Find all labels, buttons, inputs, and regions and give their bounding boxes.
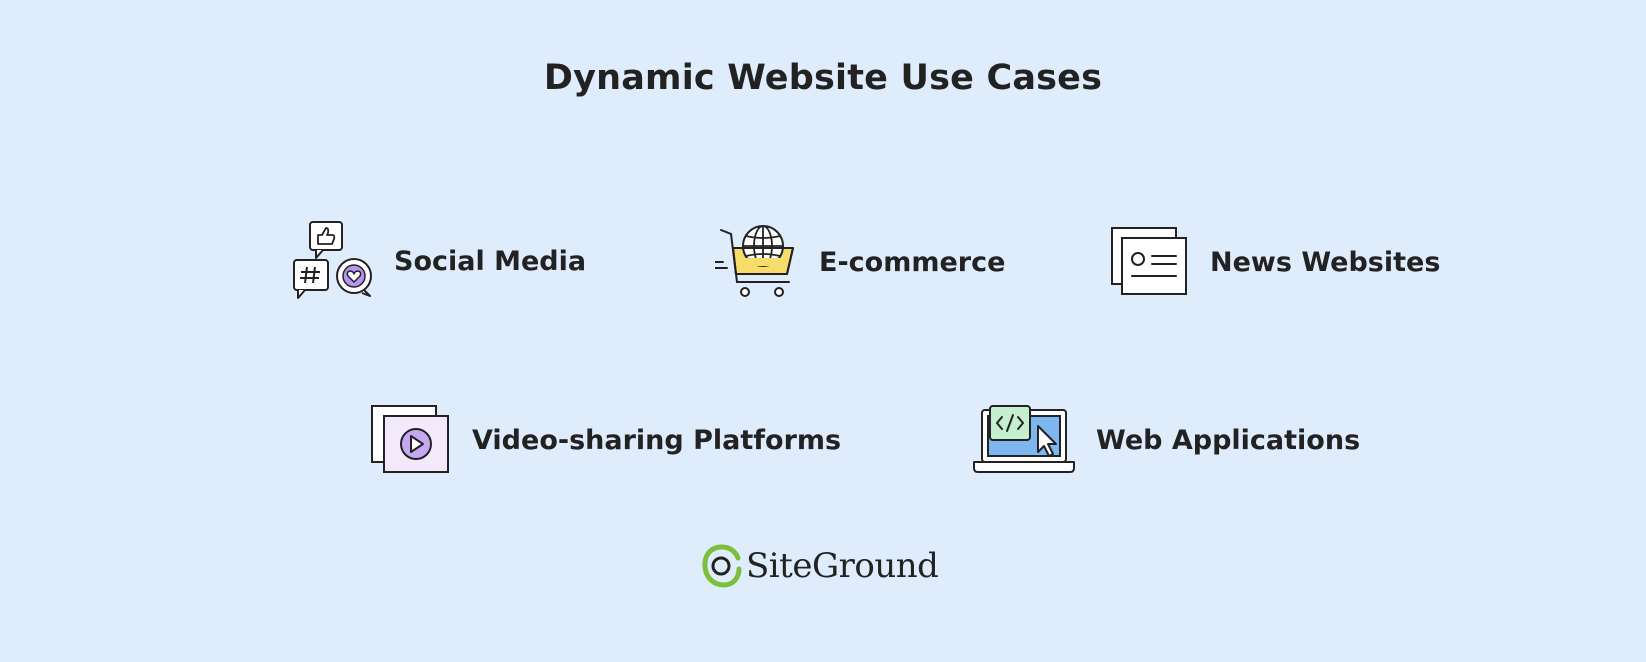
use-case-label: News Websites xyxy=(1210,246,1441,278)
use-case-label: Video-sharing Platforms xyxy=(472,424,842,456)
page-title: Dynamic Website Use Cases xyxy=(543,58,1103,98)
shopping-cart-globe-icon xyxy=(715,225,794,297)
use-case-social-media: Social Media xyxy=(292,220,586,302)
siteground-logo: SiteGround xyxy=(702,544,939,588)
use-case-news-websites: News Websites xyxy=(1110,226,1440,298)
logo-wordmark: SiteGround xyxy=(746,546,939,586)
use-case-label: Social Media xyxy=(394,245,587,277)
social-media-icon xyxy=(293,221,372,299)
use-case-label: E-commerce xyxy=(819,246,1006,278)
use-case-video-sharing: Video-sharing Platforms xyxy=(370,404,841,476)
news-cards-icon xyxy=(1111,227,1187,295)
use-case-e-commerce: E-commerce xyxy=(715,220,1005,304)
siteground-logo-icon xyxy=(702,544,742,588)
use-case-web-applications: Web Applications xyxy=(972,404,1360,476)
use-case-label: Web Applications xyxy=(1096,424,1361,456)
laptop-code-icon xyxy=(973,405,1075,473)
video-play-icon xyxy=(371,405,449,473)
